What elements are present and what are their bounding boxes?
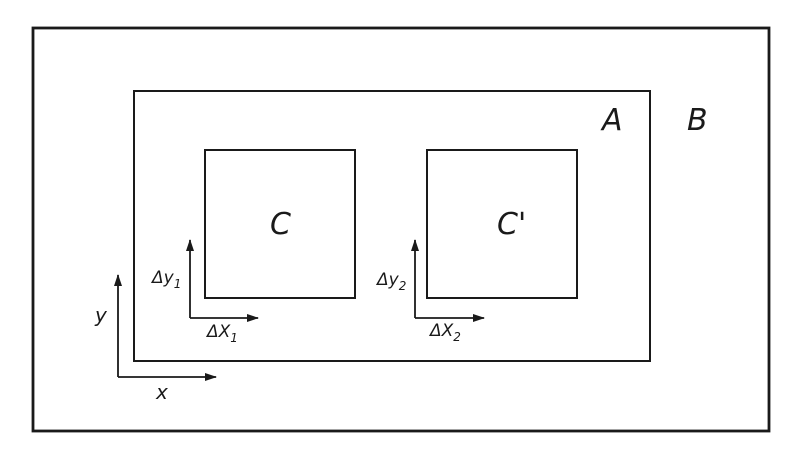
dx2-label: ΔX2 bbox=[428, 321, 461, 344]
dx1-label: ΔX1 bbox=[205, 322, 238, 345]
cell-c-boundary bbox=[204, 149, 356, 299]
cell-c-prime-boundary bbox=[426, 149, 578, 299]
region-a-boundary bbox=[133, 90, 651, 362]
region-a-label: A bbox=[600, 103, 623, 138]
x-axis-label: x bbox=[155, 380, 168, 404]
y-axis-label: y bbox=[94, 303, 108, 327]
cell-c-label: C bbox=[270, 207, 291, 242]
region-b-boundary bbox=[31, 26, 771, 433]
region-b-label: B bbox=[687, 103, 708, 138]
cell-c-prime-label: C' bbox=[497, 207, 526, 242]
dy2-label: Δy2 bbox=[375, 270, 406, 293]
dy1-label: Δy1 bbox=[150, 268, 181, 291]
